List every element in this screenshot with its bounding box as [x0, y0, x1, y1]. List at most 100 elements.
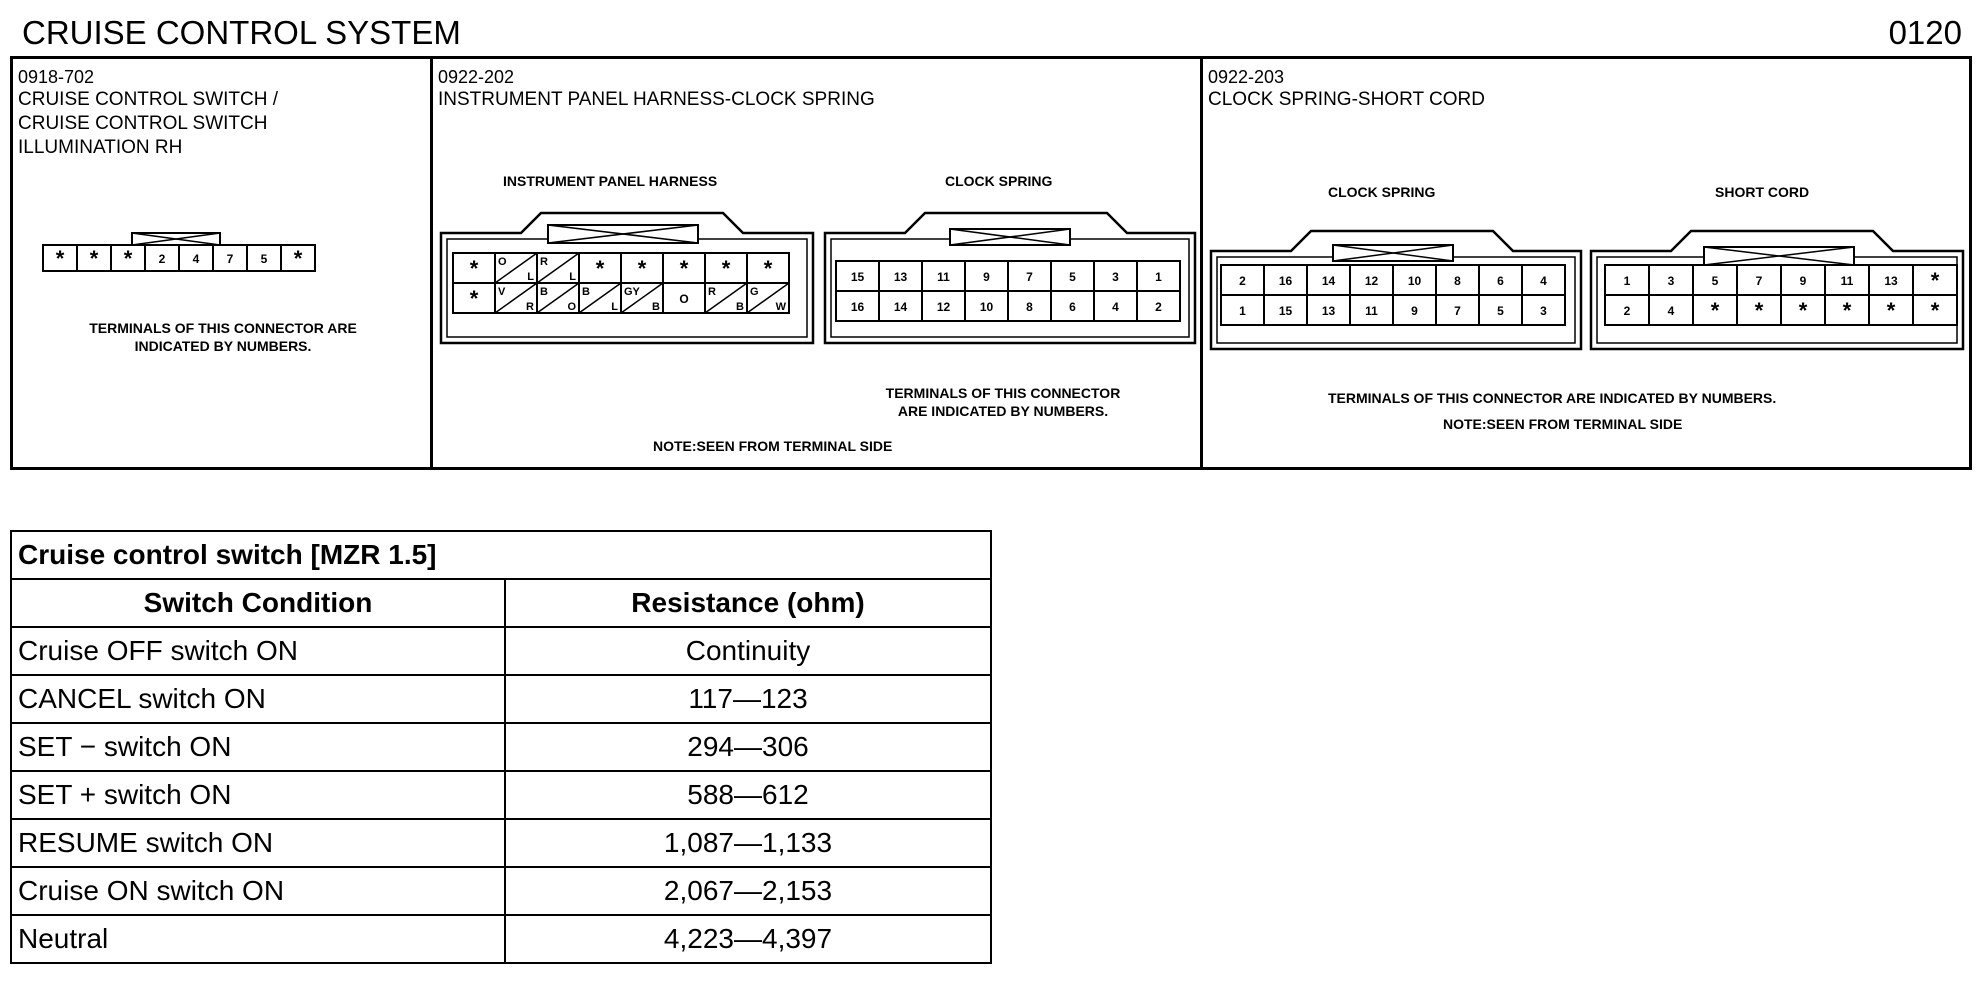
- clock-spring-label: CLOCK SPRING: [1328, 184, 1436, 200]
- wire-color-label: B: [582, 286, 590, 298]
- terminal-divider: [746, 282, 790, 314]
- unused-terminal-mark: *: [1843, 298, 1852, 323]
- terminal-cell: [178, 244, 214, 272]
- terminal-side-note: NOTE:SEEN FROM TERMINAL SIDE: [1443, 416, 1683, 432]
- connector-panel-0922-202: 0922-202 INSTRUMENT PANEL HARNESS-CLOCK …: [433, 59, 1203, 467]
- terminal-cell: [1692, 264, 1738, 296]
- switch-condition: Neutral: [10, 914, 506, 964]
- unused-terminal-mark: *: [1711, 298, 1720, 323]
- terminal-number: 4: [1112, 300, 1119, 314]
- unused-terminal-mark: *: [1931, 298, 1940, 323]
- unused-terminal-mark: *: [90, 246, 99, 271]
- unused-terminal-mark: *: [1887, 298, 1896, 323]
- terminal-cell: [280, 244, 316, 272]
- terminal-number: 12: [1365, 274, 1379, 288]
- wire-color-label: B: [652, 301, 660, 313]
- unused-terminal-mark: *: [680, 256, 689, 281]
- resistance-value: 294—306: [504, 722, 992, 772]
- clock-spring-label: CLOCK SPRING: [945, 173, 1053, 189]
- terminal-number: 4: [193, 252, 200, 266]
- resistance-value: 1,087—1,133: [504, 818, 992, 868]
- terminal-number: 5: [261, 252, 268, 266]
- table-row: RESUME switch ON 1,087—1,133: [10, 818, 992, 868]
- switch-condition: Cruise ON switch ON: [10, 866, 506, 916]
- terminal-number: 13: [1322, 304, 1336, 318]
- terminal-cell: [1912, 294, 1958, 326]
- terminal-number: 5: [1069, 270, 1076, 284]
- terminal-number: 12: [937, 300, 951, 314]
- terminal-number: 3: [1540, 304, 1547, 318]
- terminal-divider: [578, 282, 622, 314]
- terminal-number: 8: [1454, 274, 1461, 288]
- wire-color-label: R: [540, 256, 548, 268]
- connector-latch: [547, 224, 699, 244]
- short-cord-label: SHORT CORD: [1715, 184, 1810, 200]
- wire-color-label: O: [567, 301, 576, 313]
- table-row: Cruise ON switch ON 2,067—2,153: [10, 866, 992, 916]
- terminal-number: 13: [1884, 274, 1898, 288]
- unused-terminal-mark: *: [124, 246, 133, 271]
- connector-latch: [131, 232, 221, 246]
- resistance-value: Continuity: [504, 626, 992, 676]
- unused-terminal-mark: *: [56, 246, 65, 271]
- page-title: CRUISE CONTROL SYSTEM: [22, 14, 461, 51]
- wire-color-label: R: [708, 286, 716, 298]
- wire-color-label: B: [540, 286, 548, 298]
- connector-name: CLOCK SPRING-SHORT CORD: [1208, 89, 1485, 110]
- connector-housing: [823, 211, 1197, 345]
- switch-condition: SET − switch ON: [10, 722, 506, 772]
- terminal-number: 5: [1712, 274, 1719, 288]
- terminal-divider: [536, 282, 580, 314]
- terminal-note: TERMINALS OF THIS CONNECTOR ARE INDICATE…: [1328, 390, 1777, 406]
- wire-color-label: L: [527, 271, 534, 283]
- terminal-number: 2: [1624, 304, 1631, 318]
- page-number: 0120: [1888, 14, 1962, 51]
- connector-latch: [1703, 246, 1855, 266]
- terminal-cell: [76, 244, 112, 272]
- terminal-number: 7: [1454, 304, 1461, 318]
- terminal-number: 9: [1411, 304, 1418, 318]
- unused-terminal-mark: *: [722, 256, 731, 281]
- unused-terminal-mark: *: [638, 256, 647, 281]
- terminal-cell: [662, 282, 706, 314]
- wire-color-label: O: [498, 256, 507, 268]
- switch-condition: RESUME switch ON: [10, 818, 506, 868]
- terminal-cell: [1263, 294, 1308, 326]
- switch-condition: SET + switch ON: [10, 770, 506, 820]
- terminal-note: TERMINALS OF THIS CONNECTOR ARE INDICATE…: [885, 385, 1121, 419]
- terminal-number: 11: [937, 270, 950, 284]
- terminal-number: 5: [1497, 304, 1504, 318]
- terminal-number: 4: [1668, 304, 1675, 318]
- terminal-cell: [1220, 294, 1265, 326]
- terminal-cell: [144, 244, 180, 272]
- table-row: Neutral 4,223—4,397: [10, 914, 992, 964]
- terminal-cell: [1521, 264, 1566, 296]
- wire-color-label: W: [776, 301, 787, 313]
- column-header-resistance: Resistance (ohm): [504, 578, 992, 628]
- table-row: CANCEL switch ON 117—123: [10, 674, 992, 724]
- resistance-table: Cruise control switch [MZR 1.5] Switch C…: [10, 530, 992, 964]
- terminal-cell: [1136, 290, 1181, 322]
- terminal-divider: [494, 282, 538, 314]
- terminal-number: 1: [1239, 304, 1246, 318]
- connector-panel-0918-702: 0918-702 CRUISE CONTROL SWITCH / CRUISE …: [13, 59, 433, 467]
- switch-condition: Cruise OFF switch ON: [10, 626, 506, 676]
- terminal-number: 14: [894, 300, 908, 314]
- harness-label: INSTRUMENT PANEL HARNESS: [503, 173, 718, 189]
- terminal-divider: [536, 252, 580, 284]
- connector-diagram: 0918-702 CRUISE CONTROL SWITCH / CRUISE …: [10, 56, 1972, 470]
- connector-code: 0922-202: [438, 67, 515, 87]
- terminal-number: 3: [1112, 270, 1119, 284]
- terminal-cell: [1392, 294, 1437, 326]
- unused-terminal-mark: *: [764, 256, 773, 281]
- terminal-cell: [212, 244, 248, 272]
- connector-housing: [1589, 229, 1965, 351]
- connector-panel-0922-203: 0922-203 CLOCK SPRING-SHORT CORD CLOCK S…: [1203, 59, 1969, 467]
- terminal-cell: [1478, 294, 1523, 326]
- terminal-number: 3: [1668, 274, 1675, 288]
- terminal-number: 9: [1800, 274, 1807, 288]
- connector-latch: [1332, 244, 1454, 262]
- terminal-divider: [620, 282, 664, 314]
- terminal-side-note: NOTE:SEEN FROM TERMINAL SIDE: [653, 438, 893, 454]
